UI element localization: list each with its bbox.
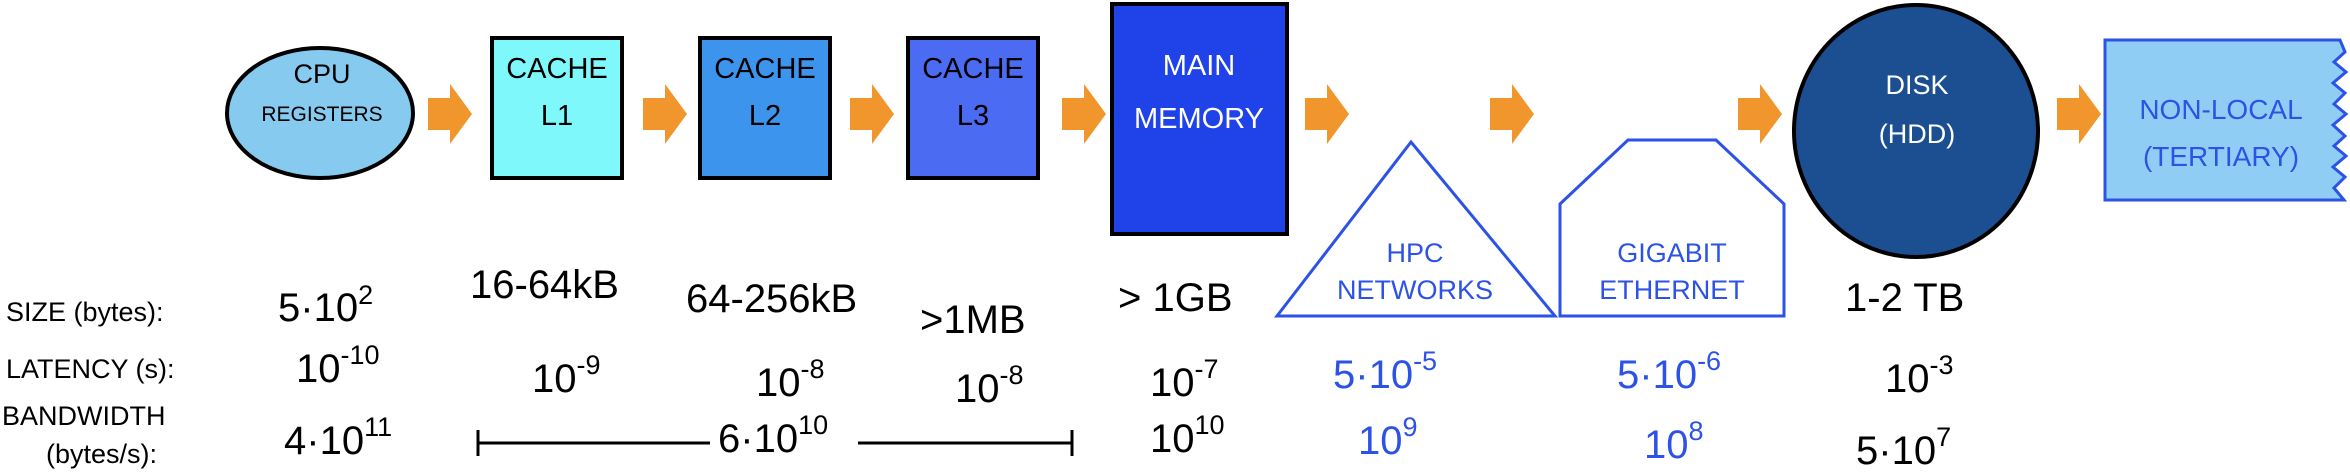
hpc-networks-triangle (1273, 139, 1559, 318)
node-disk: DISK (HDD) (1792, 3, 2040, 259)
gigabit-ethernet-label-line1: GIGABIT (1617, 238, 1727, 268)
arrow-ethernet-to-disk (1738, 84, 1782, 144)
cache-l1-label-line1: CACHE (506, 53, 608, 85)
size-main: > 1GB (1118, 276, 1233, 320)
node-hpc-networks: HPC NETWORKS (1273, 139, 1559, 318)
node-cache-l1: CACHE L1 (490, 36, 624, 180)
cache-l3-box (906, 36, 1040, 180)
cache-l3-label-line2: L3 (957, 100, 989, 132)
hpc-networks-label-line2: NETWORKS (1337, 275, 1493, 305)
main-memory-box (1110, 2, 1289, 236)
main-memory-label-line2: MEMORY (1134, 103, 1264, 135)
cache-l2-box (698, 36, 832, 180)
node-cache-l2: CACHE L2 (698, 36, 832, 180)
non-local-wavy-box (2103, 38, 2349, 202)
hpc-networks-label-line1: HPC (1386, 238, 1443, 268)
cache-l1-box (490, 36, 624, 180)
node-main-memory: MAIN MEMORY (1110, 2, 1289, 236)
bandwidth-row: 4·1011 6·1010 1010 109 108 5·107 (284, 410, 1951, 472)
node-cache-l3: CACHE L3 (906, 36, 1040, 180)
arrow-main-to-hpc (1305, 84, 1349, 144)
bandwidth-caches-span: 6·1010 (476, 410, 1074, 461)
latency-cpu: 10-10 (296, 340, 380, 391)
gigabit-ethernet-house (1558, 138, 1786, 318)
main-memory-label-line1: MAIN (1163, 50, 1236, 82)
disk-ellipse (1792, 3, 2040, 259)
cpu-label-line1: CPU (293, 59, 350, 89)
cpu-label-line2: REGISTERS (261, 103, 382, 126)
arrow-disk-to-nonlocal (2057, 84, 2101, 144)
disk-label-line1: DISK (1885, 70, 1948, 100)
size-l3: >1MB (920, 298, 1026, 342)
arrow-l1-to-l2 (643, 84, 687, 144)
latency-main: 10-7 (1150, 354, 1219, 405)
non-local-label-line2: (TERTIARY) (2143, 141, 2299, 172)
gigabit-ethernet-label-line2: ETHERNET (1599, 275, 1745, 305)
row-label-bandwidth-line1: BANDWIDTH (2, 401, 166, 431)
row-label-bandwidth-line2: (bytes/s): (46, 439, 157, 469)
node-gigabit-ethernet: GIGABIT ETHERNET (1558, 138, 1786, 318)
cache-l3-label-line1: CACHE (922, 53, 1024, 85)
bandwidth-hpc: 109 (1358, 412, 1418, 463)
latency-row: 10-10 10-9 10-8 10-8 10-7 5·10-5 5·10-6 … (296, 340, 1954, 411)
bandwidth-cpu: 4·1011 (284, 412, 392, 463)
size-l1: 16-64kB (470, 263, 619, 307)
latency-l3: 10-8 (955, 360, 1024, 411)
non-local-label-line1: NON-LOCAL (2139, 94, 2302, 125)
latency-disk: 10-3 (1885, 350, 1954, 401)
disk-label-line2: (HDD) (1879, 119, 1955, 149)
arrow-l3-to-main (1062, 84, 1106, 144)
arrow-hpc-to-ethernet (1490, 84, 1534, 144)
latency-ethernet: 5·10-6 (1617, 346, 1721, 397)
cache-l2-label-line2: L2 (749, 100, 781, 132)
row-label-size: SIZE (bytes): (6, 297, 164, 327)
flow-arrows (428, 84, 2101, 144)
cpu-ellipse (225, 46, 415, 180)
bandwidth-caches: 6·1010 (718, 410, 828, 461)
bandwidth-disk: 5·107 (1856, 422, 1951, 472)
arrow-l2-to-l3 (850, 84, 894, 144)
size-l2: 64-256kB (686, 277, 857, 321)
arrow-cpu-to-l1 (428, 84, 472, 144)
cache-l2-label-line1: CACHE (714, 53, 816, 85)
node-cpu-registers: CPU REGISTERS (225, 46, 415, 180)
latency-hpc: 5·10-5 (1333, 346, 1437, 397)
latency-l1: 10-9 (532, 350, 601, 401)
row-label-latency: LATENCY (s): (6, 354, 175, 384)
size-row: 5·102 16-64kB 64-256kB >1MB > 1GB 1-2 TB (278, 263, 1964, 342)
bandwidth-main: 1010 (1150, 410, 1225, 461)
latency-l2: 10-8 (756, 354, 825, 405)
bandwidth-ethernet: 108 (1644, 416, 1704, 467)
row-labels: SIZE (bytes): LATENCY (s): BANDWIDTH (by… (2, 297, 175, 469)
cache-l1-label-line2: L1 (541, 100, 573, 132)
size-cpu: 5·102 (278, 280, 373, 330)
node-non-local: NON-LOCAL (TERTIARY) (2103, 38, 2349, 202)
size-disk: 1-2 TB (1845, 276, 1964, 320)
